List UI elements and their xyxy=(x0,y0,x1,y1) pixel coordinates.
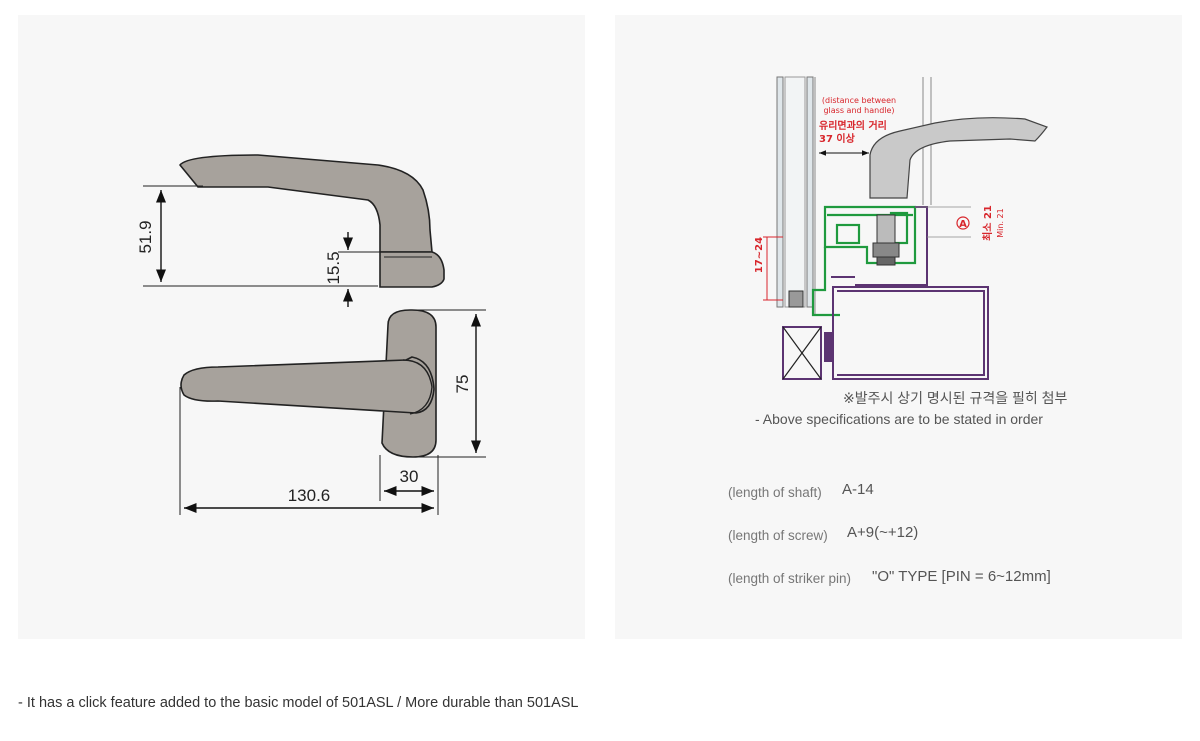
green-frame-profile xyxy=(811,205,917,317)
note-kr-line1: 유리면과의 거리 xyxy=(819,119,887,132)
handle-top-view xyxy=(180,309,437,458)
product-feature-note: - It has a click feature added to the ba… xyxy=(18,695,579,711)
spec-label-shaft: (length of shaft) xyxy=(728,485,822,500)
marker-a-label: A xyxy=(959,219,967,230)
dim-base-label: 15.5 xyxy=(324,251,343,284)
handle-side-view xyxy=(179,154,445,288)
dimension-height: 51.9 xyxy=(136,185,378,287)
dim-rose-label: 30 xyxy=(400,467,419,486)
dim-height-label: 51.9 xyxy=(136,220,155,253)
min-kr-label: 최소 21 xyxy=(981,205,994,241)
dimension-base: 15.5 xyxy=(324,232,380,307)
dim-length-label: 130.6 xyxy=(288,486,331,505)
dim-width-label: 75 xyxy=(453,375,472,394)
spec-value-striker-pin: "O" TYPE [PIN = 6~12mm] xyxy=(872,568,1051,585)
dimension-rose: 30 xyxy=(379,455,439,515)
spec-label-screw: (length of screw) xyxy=(728,528,828,543)
handle-section xyxy=(869,117,1048,199)
purple-frame-profile xyxy=(782,206,989,380)
glass-handle-distance-note: (distance between glass and handle) 유리면과… xyxy=(819,96,896,156)
spindle-assembly xyxy=(788,214,900,308)
glass-gap-dimension: 17~24 xyxy=(754,236,783,301)
installation-section-drawing: (distance between glass and handle) 유리면과… xyxy=(615,15,1182,639)
note-kr-line2: 37 이상 xyxy=(819,132,856,145)
handle-dimension-drawing: 51.9 15.5 75 30 xyxy=(18,15,585,639)
order-note-english: - Above specifications are to be stated … xyxy=(755,411,1043,427)
dim-glass-gap-label: 17~24 xyxy=(754,237,765,273)
order-note-korean: ※발주시 상기 명시된 규격을 필히 첨부 xyxy=(843,390,1068,406)
spec-label-striker-pin: (length of striker pin) xyxy=(728,571,852,586)
spec-value-shaft: A-14 xyxy=(842,481,874,498)
min-en-label: Min. 21 xyxy=(996,208,1005,237)
spec-value-screw: A+9(~+12) xyxy=(847,524,919,541)
dimension-width: 75 xyxy=(413,309,486,458)
dimension-length: 130.6 xyxy=(179,387,434,515)
minimum-clearance-marker: A 최소 21 Min. 21 xyxy=(915,205,1005,241)
note-en-line2: glass and handle) xyxy=(823,106,894,115)
note-en-line1: (distance between xyxy=(822,96,896,105)
